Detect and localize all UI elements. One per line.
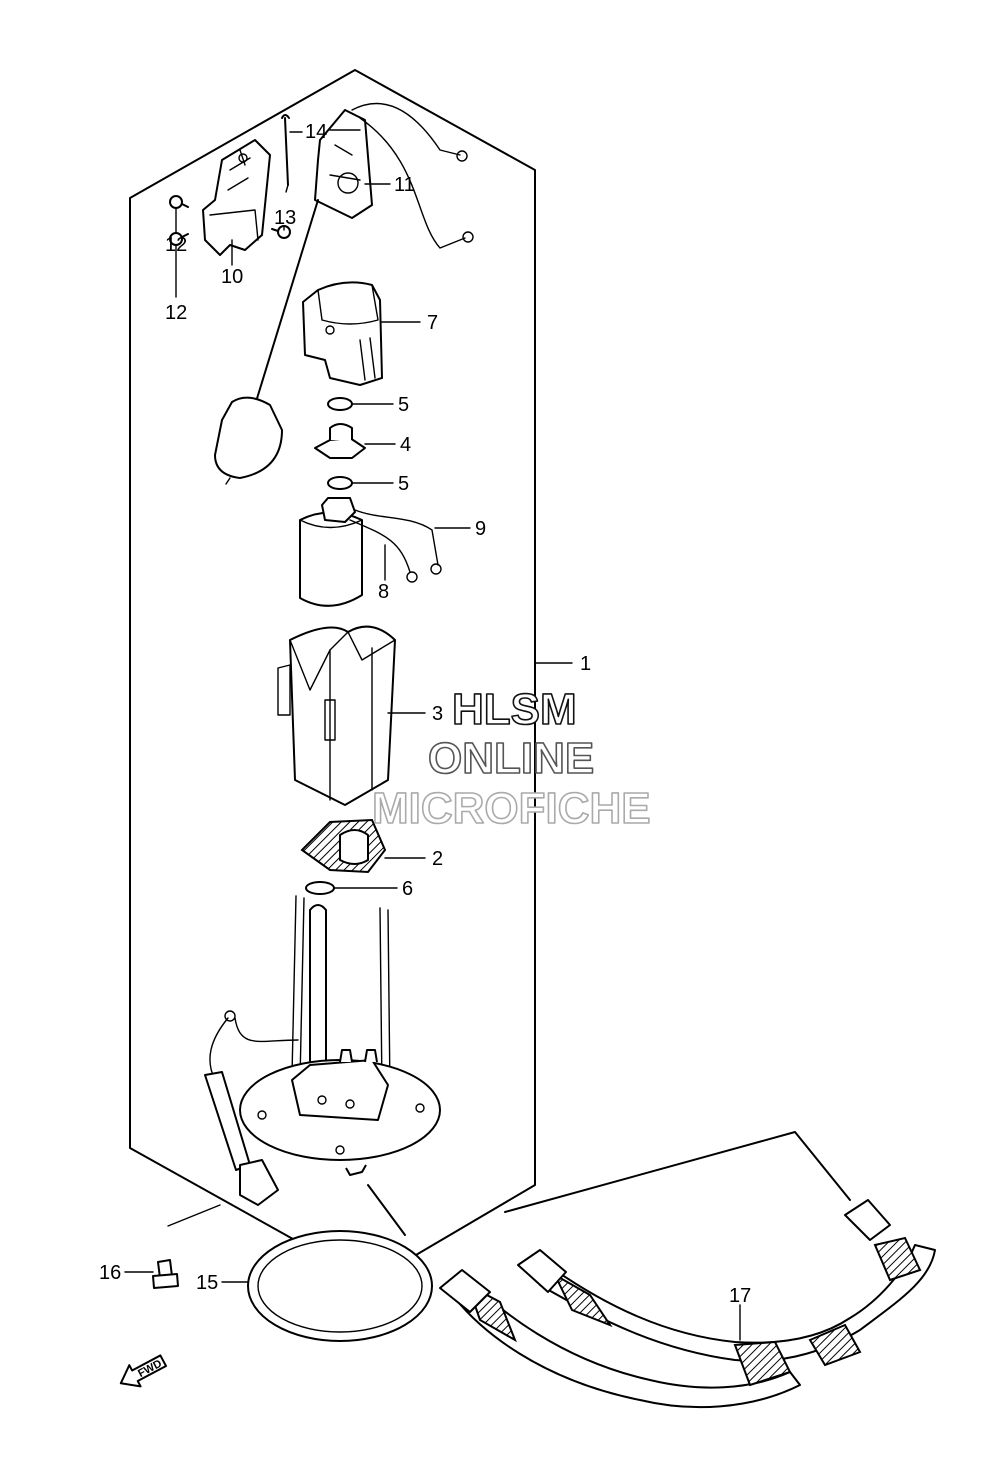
part-7-regulator-holder xyxy=(302,281,383,386)
assembly-outline xyxy=(129,69,536,1283)
callout-15: 15 xyxy=(196,1272,218,1294)
callout-7: 7 xyxy=(427,312,438,334)
callout-3: 3 xyxy=(432,703,443,725)
part-11-fuel-level-gauge xyxy=(214,102,474,485)
part-3-pump-case xyxy=(277,625,396,806)
part-5-o-ring-upper xyxy=(327,397,353,411)
fwd-label: FWD xyxy=(136,1358,164,1380)
part-12-screw-upper xyxy=(169,195,189,209)
callout-9: 9 xyxy=(475,518,486,540)
callout-8: 8 xyxy=(378,581,389,603)
part-5-o-ring-lower xyxy=(327,476,353,490)
watermark-line-3: MICROFICHE xyxy=(372,784,651,833)
callout-16: 16 xyxy=(99,1262,121,1284)
part-6-o-ring xyxy=(305,881,335,895)
part-17-fuel-hose xyxy=(367,1131,936,1409)
callout-6: 6 xyxy=(402,878,413,900)
callout-12-lower: 12 xyxy=(165,302,187,324)
callout-13: 13 xyxy=(274,207,296,229)
callout-14: 14 xyxy=(305,121,327,143)
callout-4: 4 xyxy=(400,434,411,456)
part-8-fuel-pump xyxy=(299,497,363,607)
callout-labels: 1 2 3 4 5 5 6 7 8 9 10 11 12 12 13 14 15… xyxy=(99,121,751,1307)
part-14-cable-tie xyxy=(281,114,290,193)
callout-10: 10 xyxy=(221,266,243,288)
callout-5-lower: 5 xyxy=(398,473,409,495)
part-2-fuel-filter xyxy=(300,818,387,874)
callout-2: 2 xyxy=(432,848,443,870)
callout-12-upper: 12 xyxy=(165,234,187,256)
part-4-pressure-regulator xyxy=(314,423,366,459)
fwd-arrow-icon: FWD xyxy=(119,1354,168,1388)
watermark-line-1: HLSM xyxy=(452,685,577,734)
callout-1: 1 xyxy=(580,653,591,675)
callout-11: 11 xyxy=(394,174,415,196)
pump-bracket-base xyxy=(204,895,441,1206)
part-15-tank-gasket xyxy=(247,1230,433,1342)
part-10-bracket xyxy=(202,139,271,256)
leader-lines xyxy=(124,131,741,1341)
callout-17: 17 xyxy=(729,1285,751,1307)
part-16-bolt xyxy=(152,1204,221,1289)
part-9-pump-wire-harness xyxy=(349,509,442,583)
callout-5-upper: 5 xyxy=(398,394,409,416)
watermark: HLSM ONLINE MICROFICHE xyxy=(371,684,651,834)
watermark-line-2: ONLINE xyxy=(428,734,594,783)
